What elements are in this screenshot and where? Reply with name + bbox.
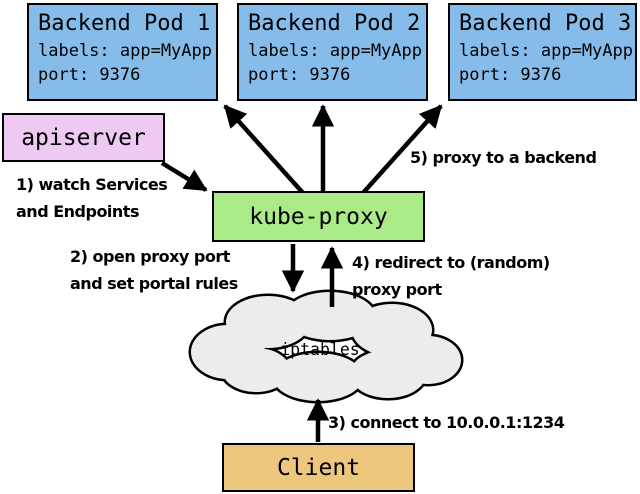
iptables-label: iptables: [280, 340, 360, 359]
note-3-connect: 3) connect to 10.0.0.1:1234: [328, 409, 565, 436]
pod-2-port: port: 9376: [248, 65, 351, 85]
note-3-line-1: 3) connect to 10.0.0.1:1234: [328, 413, 565, 432]
pod-1-labels: labels: app=MyApp: [38, 41, 212, 61]
kube-proxy-box: kube-proxy: [212, 191, 425, 242]
note-5-line-1: 5) proxy to a backend: [410, 148, 597, 167]
backend-pod-1-box: Backend Pod 1 labels: app=MyApp port: 93…: [27, 3, 218, 101]
pod-1-port: port: 9376: [38, 65, 141, 85]
note-2-line-1: 2) open proxy port: [70, 247, 230, 266]
note-1-watch-services: 1) watch Services and Endpoints: [16, 171, 168, 225]
note-1-line-1: 1) watch Services: [16, 175, 168, 194]
pod-2-labels: labels: app=MyApp: [248, 41, 422, 61]
arrow-apiserver-to-kubeproxy: [160, 161, 208, 192]
note-5-proxy-to-backend: 5) proxy to a backend: [410, 144, 597, 171]
kube-proxy-label: kube-proxy: [249, 203, 388, 230]
pod-3-labels: labels: app=MyApp: [459, 41, 633, 61]
note-2-line-2: and set portal rules: [70, 274, 238, 293]
note-4-line-1: 4) redirect to (random): [352, 253, 550, 272]
pod-3-port: port: 9376: [459, 65, 562, 85]
pod-3-title: Backend Pod 3: [459, 11, 632, 36]
pod-1-title: Backend Pod 1: [38, 11, 211, 36]
note-2-open-proxy-port: 2) open proxy port and set portal rules: [70, 243, 238, 297]
note-4-line-2: proxy port: [352, 280, 442, 299]
backend-pod-3-box: Backend Pod 3 labels: app=MyApp port: 93…: [448, 3, 637, 101]
arrow-kubeproxy-to-pod1: [223, 104, 305, 195]
note-1-line-2: and Endpoints: [16, 202, 139, 221]
apiserver-label: apiserver: [21, 124, 146, 151]
pod-2-title: Backend Pod 2: [248, 11, 421, 36]
client-label: Client: [276, 454, 361, 481]
apiserver-box: apiserver: [2, 113, 165, 162]
client-box: Client: [222, 443, 415, 492]
backend-pod-2-box: Backend Pod 2 labels: app=MyApp port: 93…: [237, 3, 428, 101]
note-4-redirect: 4) redirect to (random) proxy port: [352, 249, 550, 303]
